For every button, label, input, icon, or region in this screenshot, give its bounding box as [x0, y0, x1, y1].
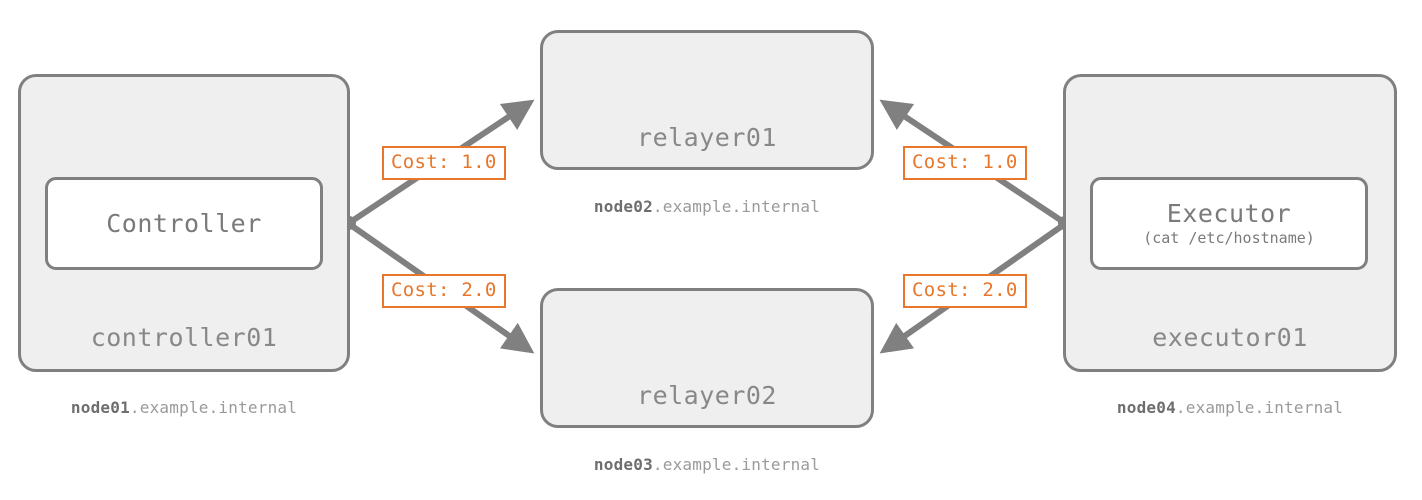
node-relayer01-fqdn-domain: .example.internal: [652, 197, 821, 216]
node-controller-inner-title: Controller: [106, 209, 262, 238]
cost-label-executor-relayer02[interactable]: Cost: 2.0: [903, 274, 1027, 308]
node-executor[interactable]: Executor (cat /etc/hostname) executor01: [1063, 74, 1397, 372]
node-relayer01-fqdn-host: node02: [593, 197, 653, 216]
node-relayer02-fqdn-host: node03: [593, 455, 653, 474]
node-relayer01[interactable]: relayer01: [540, 30, 874, 170]
node-relayer02-fqdn-domain: .example.internal: [652, 455, 821, 474]
node-executor-inner-box[interactable]: Executor (cat /etc/hostname): [1090, 177, 1368, 270]
cost-label-controller-relayer01[interactable]: Cost: 1.0: [382, 146, 506, 180]
node-executor-inner-subtitle: (cat /etc/hostname): [1143, 229, 1315, 247]
node-controller-fqdn: node01.example.internal: [18, 398, 350, 417]
node-executor-hostname: executor01: [1152, 323, 1308, 352]
cost-label-controller-relayer02[interactable]: Cost: 2.0: [382, 274, 506, 308]
node-relayer01-hostname: relayer01: [637, 123, 777, 152]
node-controller-fqdn-host: node01: [70, 398, 130, 417]
node-relayer02-fqdn: node03.example.internal: [540, 455, 874, 474]
node-controller-hostname: controller01: [90, 323, 278, 352]
node-executor-fqdn: node04.example.internal: [1063, 398, 1397, 417]
node-controller[interactable]: Controller controller01: [18, 74, 350, 372]
cost-label-executor-relayer01[interactable]: Cost: 1.0: [903, 146, 1027, 180]
node-controller-inner-box[interactable]: Controller: [45, 177, 323, 270]
node-executor-fqdn-domain: .example.internal: [1175, 398, 1344, 417]
node-relayer02-hostname: relayer02: [637, 381, 777, 410]
node-relayer02[interactable]: relayer02: [540, 288, 874, 428]
node-controller-fqdn-domain: .example.internal: [129, 398, 298, 417]
node-executor-inner-title: Executor: [1166, 199, 1292, 228]
node-relayer01-fqdn: node02.example.internal: [540, 197, 874, 216]
node-executor-fqdn-host: node04: [1116, 398, 1176, 417]
